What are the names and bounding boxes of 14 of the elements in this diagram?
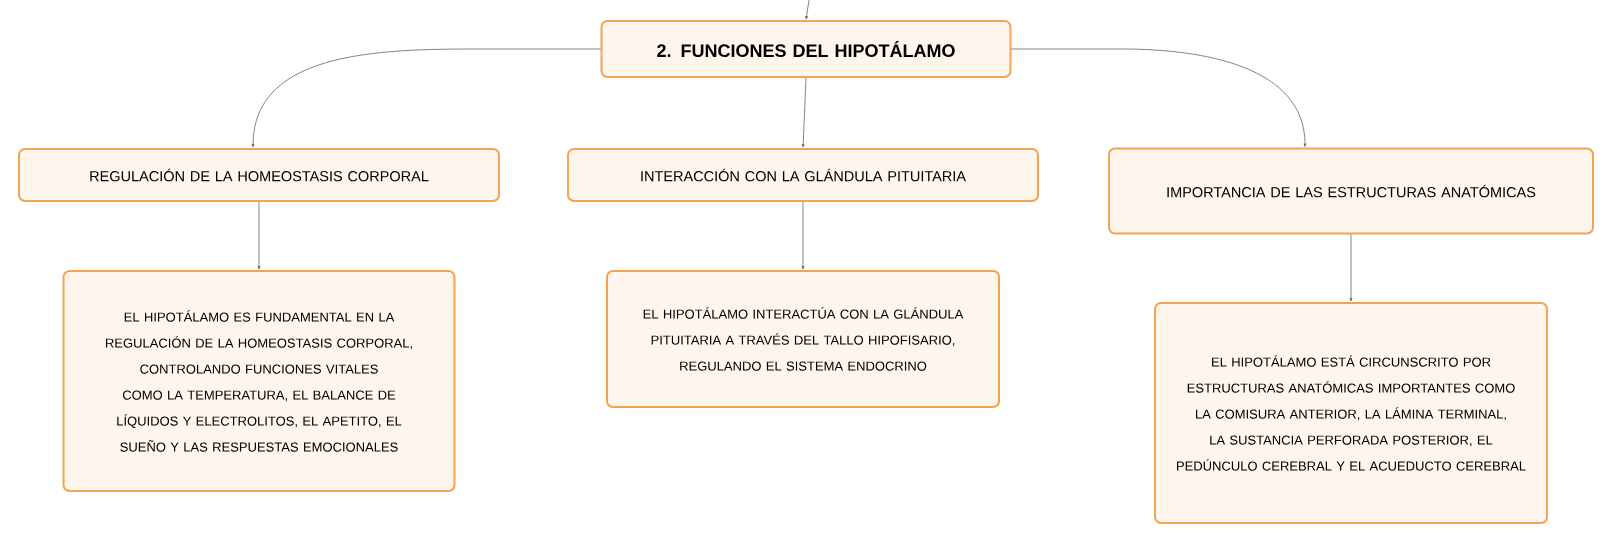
topic-box: IMPORTANCIA DE LAS ESTRUCTURAS ANATÓMICAS (1108, 147, 1594, 235)
arrow (251, 48, 601, 148)
topic-box: INTERACCIÓN CON LA GLÁNDULA PITUITARIA (567, 148, 1039, 202)
topic-box: REGULACIÓN DE LA HOMEOSTASIS CORPORAL (18, 148, 500, 202)
description-box: EL HIPOTÁLAMO ESTÁ CIRCUNSCRITO POR ESTRUCTURAS ANATÓMICAS IMPORTANTES COMO LA COMISURA ANTERIOR, LA LÁMINA TERMINAL, LA SUSTANCIA PERFORADA POSTERIOR, EL PEDÚNCULO CEREBRAL Y EL ACUEDUCTO CEREBRAL (1154, 302, 1548, 524)
arrow (805, 0, 810, 20)
title-box: 2. FUNCIONES DEL HIPOTÁLAMO (600, 20, 1012, 78)
arrow (1011, 48, 1307, 147)
arrow (801, 201, 805, 270)
description-box: EL HIPOTÁLAMO ES FUNDAMENTAL EN LA REGULACIÓN DE LA HOMEOSTASIS CORPORAL, CONTROLANDO FUNCIONES VITALES COMO LA TEMPERATURA, EL BALANCE DE LÍQUIDOS Y ELECTROLITOS, EL APETITO, EL SUEÑO Y LAS RESPUESTAS EMOCIONALES (62, 270, 456, 492)
arrow (801, 77, 807, 148)
arrow (1349, 234, 1353, 302)
description-box: EL HIPOTÁLAMO INTERACTÚA CON LA GLÁNDULA PITUITARIA A TRAVÉS DEL TALLO HIPOFISARIO, REGULANDO EL SISTEMA ENDOCRINO (606, 270, 1000, 408)
arrow (257, 201, 261, 270)
